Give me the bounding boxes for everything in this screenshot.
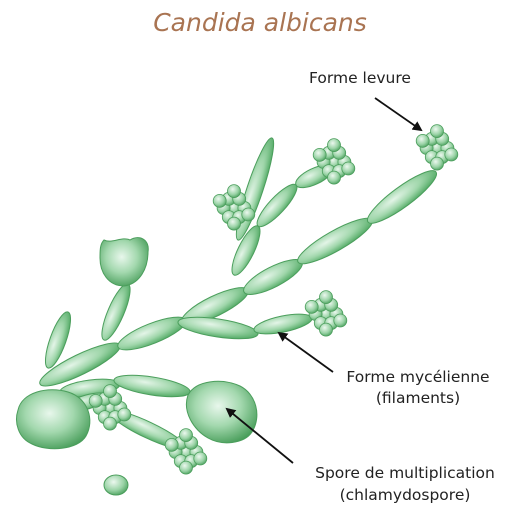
filament-cell <box>293 211 377 270</box>
filament-cell <box>114 311 189 357</box>
large-spore-left <box>17 390 90 449</box>
label-yeast-form: Forme levure <box>290 68 430 88</box>
yeast-cell <box>334 314 347 327</box>
yeast-cell <box>213 194 226 207</box>
yeast-cell <box>445 148 458 161</box>
label-spore: Spore de multiplication <box>290 463 520 483</box>
yeast-cell <box>328 139 341 152</box>
arrow-yeast <box>375 98 421 130</box>
filament-cell <box>177 313 260 343</box>
yeast-cell <box>328 171 341 184</box>
yeast-cell <box>431 125 444 138</box>
yeast-cell <box>320 323 333 336</box>
yeast-cell <box>180 461 193 474</box>
label-mycelial-filaments: (filaments) <box>318 388 518 408</box>
yeast-cell <box>305 300 318 313</box>
cup-spore <box>100 238 148 286</box>
chlamydospore <box>186 381 256 442</box>
yeast-cell <box>180 429 193 442</box>
yeast-cell <box>431 157 444 170</box>
yeast-cell <box>118 408 131 421</box>
yeast-cell <box>89 394 102 407</box>
filament-cell <box>252 310 313 338</box>
yeast-cell <box>165 438 178 451</box>
label-chlamydospore: (chlamydospore) <box>290 485 520 505</box>
yeast-cell <box>228 217 241 230</box>
yeast-cell <box>104 417 117 430</box>
filament-cell <box>362 164 442 230</box>
filament-cell <box>113 371 192 401</box>
yeast-cell <box>313 148 326 161</box>
yeast-cell <box>320 291 333 304</box>
yeast-cell <box>228 185 241 198</box>
yeast-cell <box>194 452 207 465</box>
yeast-cell <box>104 385 117 398</box>
small-spore <box>104 475 128 495</box>
yeast-cell <box>342 162 355 175</box>
yeast-cell <box>242 208 255 221</box>
yeast-cell <box>416 134 429 147</box>
label-mycelial-form: Forme mycélienne <box>318 367 518 387</box>
